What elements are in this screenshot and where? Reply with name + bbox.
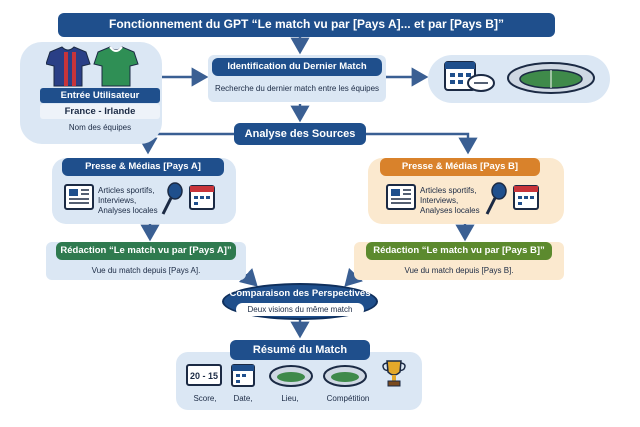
diagram-title-text: Fonctionnement du GPT “Le match vu par […: [109, 17, 504, 31]
summary-label-date: Date,: [233, 394, 253, 403]
identification-sub: Recherche du dernier match entre les équ…: [214, 84, 380, 93]
trophy-icon: [382, 360, 406, 387]
summary-competition-stadium-icon: [323, 365, 367, 387]
analysis-heading: Analyse des Sources: [234, 123, 366, 145]
score-board-icon: 20 - 15: [186, 364, 222, 386]
summary-label-lieu: Lieu,: [281, 394, 299, 403]
press-b-newspaper-icon: [386, 184, 416, 210]
identification-heading: Identification du Dernier Match: [212, 58, 382, 76]
arrow-analysis-to-press-a: [138, 132, 234, 155]
france-jersey-icon: [46, 46, 91, 87]
press-b-calendar-icon: [513, 185, 539, 210]
summary-stadium-icon: [269, 365, 313, 387]
input-value: France - Irlande: [40, 104, 160, 119]
jerseys-icon: [46, 46, 139, 87]
redaction-b-heading: Rédaction “Le match vu par [Pays B]”: [366, 242, 552, 260]
press-a-item: Analyses locales: [98, 206, 158, 215]
press-b-microphone-icon: [485, 182, 507, 215]
press-a-calendar-icon: [189, 185, 215, 210]
summary-heading: Résumé du Match: [230, 340, 370, 360]
comparison-sub: Deux visions du même match: [236, 303, 364, 316]
summary-label-competition: Compétition: [326, 394, 370, 403]
input-heading: Entrée Utilisateur: [40, 88, 160, 103]
redaction-b-sub: Vue du match depuis [Pays B].: [404, 266, 514, 275]
comparison-heading: Comparaison des Perspectives: [229, 288, 371, 299]
input-hint: Nom des équipes: [68, 123, 132, 132]
press-b-item: Interviews,: [420, 196, 459, 205]
press-a-heading: Presse & Médias [Pays A]: [62, 158, 224, 176]
arrow-analysis-to-press-b: [366, 132, 478, 155]
press-b-heading: Presse & Médias [Pays B]: [380, 158, 540, 176]
press-a-item: Interviews,: [98, 196, 137, 205]
score-value: 20 - 15: [189, 371, 219, 381]
redaction-a-heading: Rédaction “Le match vu par [Pays A]”: [56, 242, 236, 260]
summary-label-score: Score,: [193, 394, 217, 403]
rugby-ball-icon: [467, 74, 495, 92]
press-a-newspaper-icon: [64, 184, 94, 210]
diagram-title: Fonctionnement du GPT “Le match vu par […: [58, 13, 555, 37]
press-b-items: Articles sportifs, Interviews, Analyses …: [420, 186, 482, 216]
redaction-a-sub: Vue du match depuis [Pays A].: [91, 266, 201, 275]
press-a-items: Articles sportifs, Interviews, Analyses …: [98, 186, 160, 216]
ireland-jersey-icon: [93, 46, 139, 87]
stadium-icon: [507, 62, 595, 94]
press-b-item: Analyses locales: [420, 206, 480, 215]
press-b-item: Articles sportifs,: [420, 186, 477, 195]
summary-calendar-icon: [231, 364, 255, 387]
press-a-item: Articles sportifs,: [98, 186, 155, 195]
press-a-microphone-icon: [161, 182, 183, 215]
